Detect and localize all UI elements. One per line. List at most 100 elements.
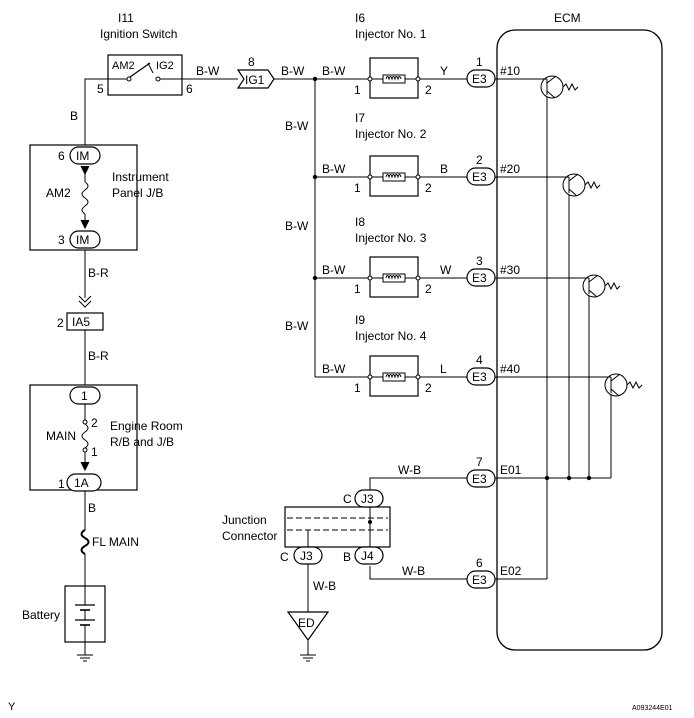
svg-text:Junction: Junction — [222, 513, 267, 527]
svg-text:Injector No. 1: Injector No. 1 — [355, 27, 427, 41]
ecm-box — [496, 29, 663, 651]
svg-text:J4: J4 — [361, 549, 374, 563]
svg-text:I7: I7 — [355, 111, 365, 125]
svg-text:2: 2 — [476, 153, 483, 167]
svg-text:W: W — [440, 263, 452, 277]
svg-text:1: 1 — [476, 55, 483, 69]
svg-text:IM: IM — [76, 233, 89, 247]
ig1-code: IG1 — [245, 73, 265, 87]
svg-text:2: 2 — [425, 83, 432, 97]
svg-text:I8: I8 — [355, 215, 365, 229]
svg-text:B-W: B-W — [322, 162, 346, 176]
svg-text:3: 3 — [476, 254, 483, 268]
bus-wire-label-1: B-W — [285, 119, 309, 133]
ignition-wire-out: B-W — [196, 64, 220, 78]
bus-wire-label-3: B-W — [285, 319, 309, 333]
svg-text:FL MAIN: FL MAIN — [92, 535, 139, 549]
svg-text:E3: E3 — [472, 573, 487, 587]
svg-text:#20: #20 — [500, 162, 520, 176]
svg-text:I6: I6 — [355, 11, 365, 25]
svg-text:#10: #10 — [500, 64, 520, 78]
svg-text:AM2: AM2 — [46, 186, 71, 200]
svg-text:4: 4 — [476, 353, 483, 367]
svg-text:W-B: W-B — [402, 564, 425, 578]
svg-text:R/B and J/B: R/B and J/B — [110, 435, 174, 449]
svg-text:W-B: W-B — [398, 463, 421, 477]
battery: Battery — [22, 585, 106, 643]
svg-text:E3: E3 — [472, 72, 487, 86]
bus-wire-label-2: B-W — [285, 219, 309, 233]
svg-text:B-W: B-W — [322, 64, 346, 78]
svg-text:Panel J/B: Panel J/B — [112, 186, 163, 200]
svg-text:Y: Y — [440, 64, 448, 78]
ed-ground: ED — [286, 611, 330, 662]
junction-connector: Junction Connector C J3 C J3 B J4 W-B — [222, 489, 391, 612]
svg-text:2: 2 — [57, 316, 64, 330]
footer-left: Y — [8, 701, 16, 713]
ignition-code: I11 — [118, 11, 134, 25]
svg-text:E3: E3 — [472, 472, 487, 486]
svg-text:J3: J3 — [300, 549, 313, 563]
fl-main-fuse: FL MAIN — [80, 529, 139, 555]
svg-text:2: 2 — [425, 181, 432, 195]
svg-text:1: 1 — [91, 445, 98, 459]
svg-text:E3: E3 — [472, 370, 487, 384]
injector-1: I6 Injector No. 1 B-W 1 2 Y 1 E3 #10 — [322, 11, 540, 99]
ecm-label: ECM — [554, 11, 581, 25]
svg-text:IA5: IA5 — [72, 315, 90, 329]
svg-text:C: C — [343, 492, 352, 506]
svg-text:I9: I9 — [355, 313, 365, 327]
svg-text:1: 1 — [81, 389, 88, 403]
injector-4: I9 Injector No. 4 B-W 1 2 L 4 E3 #40 — [315, 313, 606, 397]
svg-text:E3: E3 — [472, 170, 487, 184]
svg-text:E01: E01 — [500, 463, 522, 477]
footer-right: A093244E01 — [632, 705, 673, 712]
svg-text:W-B: W-B — [313, 579, 336, 593]
ignition-pin-6: 6 — [186, 82, 193, 96]
ignition-pin-ig2: IG2 — [156, 60, 174, 72]
ip-wire-out: B-R — [88, 266, 109, 280]
injector-3: I8 Injector No. 3 B-W 1 2 W 3 E3 #30 — [315, 215, 584, 298]
svg-text:B-W: B-W — [322, 263, 346, 277]
ig1-wire-out: B-W — [281, 64, 305, 78]
svg-text:B-W: B-W — [322, 362, 346, 376]
ignition-switch-box — [107, 54, 183, 96]
svg-text:MAIN: MAIN — [46, 429, 76, 443]
svg-text:6: 6 — [58, 149, 65, 163]
svg-text:1: 1 — [354, 381, 361, 395]
ignition-pin-5: 5 — [97, 82, 104, 96]
svg-text:7: 7 — [476, 455, 483, 469]
svg-text:1: 1 — [58, 477, 65, 491]
svg-text:Injector No. 2: Injector No. 2 — [355, 127, 427, 141]
ia5-wire-out: B-R — [88, 349, 109, 363]
svg-text:E02: E02 — [500, 564, 522, 578]
ig1-pin: 8 — [248, 55, 255, 69]
svg-text:#40: #40 — [500, 362, 520, 376]
ia5-connector: 2 IA5 — [57, 312, 104, 331]
svg-text:1A: 1A — [74, 476, 89, 490]
ig1-connector — [236, 69, 275, 89]
svg-text:E3: E3 — [472, 271, 487, 285]
svg-text:6: 6 — [476, 556, 483, 570]
er-wire-out: B — [88, 501, 96, 515]
svg-text:1: 1 — [354, 83, 361, 97]
ignition-pin-am2: AM2 — [112, 60, 135, 72]
battery-ground-icon — [76, 654, 94, 662]
engine-room-jb: Engine Room R/B and J/B 1 2 MAIN 1 1 1A — [29, 384, 183, 492]
svg-text:B: B — [343, 550, 351, 564]
svg-text:Battery: Battery — [22, 608, 60, 622]
svg-text:ED: ED — [298, 616, 315, 630]
svg-text:L: L — [440, 362, 447, 376]
svg-text:Injector No. 3: Injector No. 3 — [355, 231, 427, 245]
svg-text:J3: J3 — [361, 492, 374, 506]
svg-text:B: B — [440, 162, 448, 176]
ignition-wire-down: B — [70, 109, 78, 123]
svg-text:3: 3 — [58, 233, 65, 247]
svg-text:Instrument: Instrument — [112, 170, 169, 184]
ecm-transistors — [540, 75, 643, 478]
svg-text:IM: IM — [76, 149, 89, 163]
ignition-name: Ignition Switch — [100, 27, 177, 41]
instrument-panel-jb: Instrument Panel J/B 6 IM AM2 3 IM — [29, 144, 169, 251]
injector-2: I7 Injector No. 2 B-W 1 2 B 2 E3 #20 — [315, 111, 563, 197]
